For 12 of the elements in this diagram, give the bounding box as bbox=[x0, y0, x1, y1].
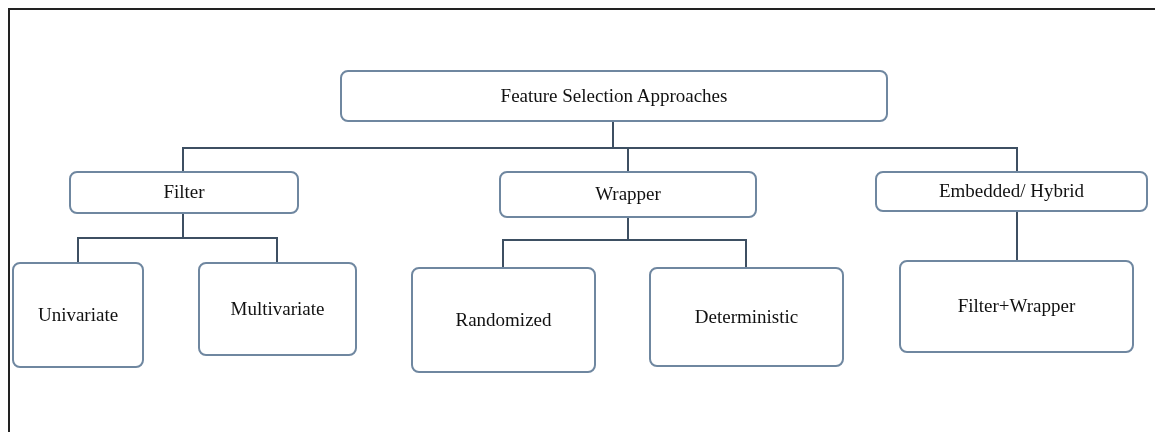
category-box: Wrapper bbox=[499, 171, 757, 218]
category-box: Filter+Wrapper bbox=[899, 260, 1134, 353]
category-box: Feature Selection Approaches bbox=[340, 70, 888, 122]
category-box: Embedded/ Hybrid bbox=[875, 171, 1148, 212]
connector-line bbox=[627, 217, 747, 268]
category-box: Randomized bbox=[411, 267, 596, 373]
category-box: Univariate bbox=[12, 262, 144, 368]
category-box: Multivariate bbox=[198, 262, 357, 356]
category-box: Filter bbox=[69, 171, 299, 214]
connector-line bbox=[182, 213, 278, 263]
connector-line bbox=[1016, 211, 1018, 261]
category-box: Deterministic bbox=[649, 267, 844, 367]
